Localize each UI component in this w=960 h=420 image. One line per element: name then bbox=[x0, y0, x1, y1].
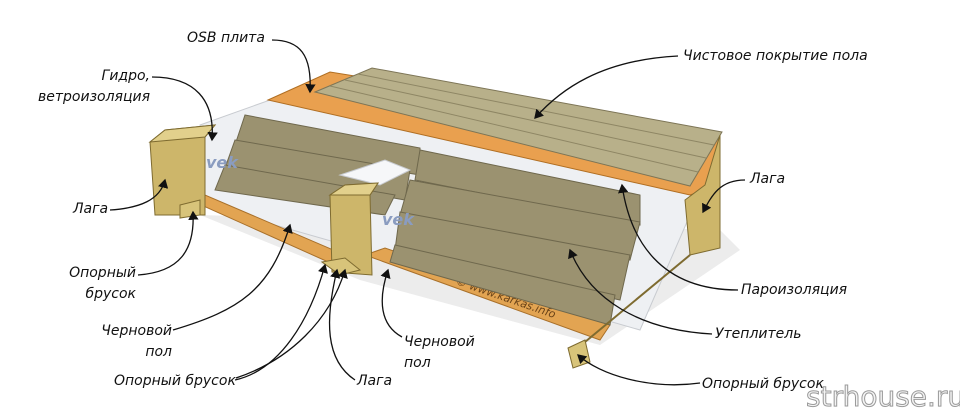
membrane-strip bbox=[338, 159, 412, 186]
label-joist-bottom: Лага bbox=[357, 373, 393, 389]
label-subfloor-mid-1: Черновой bbox=[404, 334, 475, 350]
label-support-left-2: брусок bbox=[85, 286, 136, 302]
label-joist-left: Лага bbox=[73, 201, 109, 217]
label-support-bottom-left: Опорный брусок bbox=[114, 373, 236, 389]
insulation-right bbox=[389, 149, 641, 326]
watermark: strhouse.ru bbox=[805, 380, 960, 414]
label-vapor-barrier: Пароизоляция bbox=[741, 282, 848, 298]
label-subfloor-mid-2: пол bbox=[404, 355, 431, 371]
label-hydro-1: Гидро, bbox=[101, 68, 150, 84]
leader-arrows bbox=[109, 39, 746, 386]
finish-flooring bbox=[313, 67, 723, 187]
label-subfloor-left-2: пол bbox=[145, 344, 172, 360]
label-finish-floor: Чистовое покрытие пола bbox=[683, 48, 868, 64]
label-insulation: Утеплитель bbox=[715, 326, 802, 342]
label-subfloor-left-1: Черновой bbox=[101, 323, 172, 339]
label-support-left-1: Опорный bbox=[69, 265, 136, 281]
joist-right bbox=[684, 134, 721, 256]
support-bottom-right bbox=[567, 339, 591, 369]
membrane-brand: vek bbox=[382, 210, 415, 229]
label-osb: OSB плита bbox=[187, 30, 265, 46]
label-joist-right: Лага bbox=[750, 171, 786, 187]
label-hydro-2: ветроизоляция bbox=[38, 89, 150, 105]
membrane-brand: vek bbox=[206, 153, 239, 172]
label-support-bottom-right: Опорный брусок bbox=[702, 376, 824, 392]
